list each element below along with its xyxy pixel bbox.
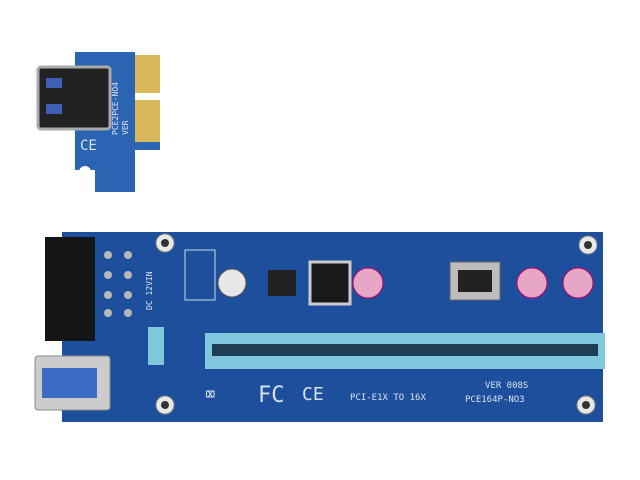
- slot-latch[interactable]: [148, 327, 164, 365]
- usb-port-small: [36, 65, 112, 131]
- ce-mark-small: CE: [80, 138, 97, 154]
- chip: [268, 270, 296, 296]
- inductor: [308, 260, 352, 306]
- small-card-ver: VER: [121, 120, 130, 135]
- capacitor: [516, 267, 548, 299]
- power-label: DC 12VIN: [145, 271, 154, 310]
- ce-mark: CE: [302, 384, 324, 405]
- gold-fingers-bottom: [135, 100, 160, 142]
- capacitor-small: [217, 268, 247, 298]
- small-card-model: PCE2PCE-NO4: [111, 82, 120, 135]
- small-adapter-card: CE PCE2PCE-NO4 VER: [36, 52, 160, 192]
- fcc-mark: FC: [258, 383, 285, 408]
- weee-icon: ⌧: [205, 384, 216, 405]
- model-label: PCE164P-NO3: [465, 395, 525, 405]
- capacitor: [562, 267, 594, 299]
- mount-hole: [79, 166, 91, 178]
- gold-fingers-top: [135, 55, 160, 93]
- power-connector[interactable]: [45, 237, 95, 341]
- description-label: PCI-E1X TO 16X: [350, 393, 426, 403]
- riser-board: DC 12VIN ⌧ FC CE PCI-E1X TO 16X VER 008S…: [34, 232, 605, 422]
- version-label: VER 008S: [485, 381, 528, 391]
- capacitor: [352, 267, 384, 299]
